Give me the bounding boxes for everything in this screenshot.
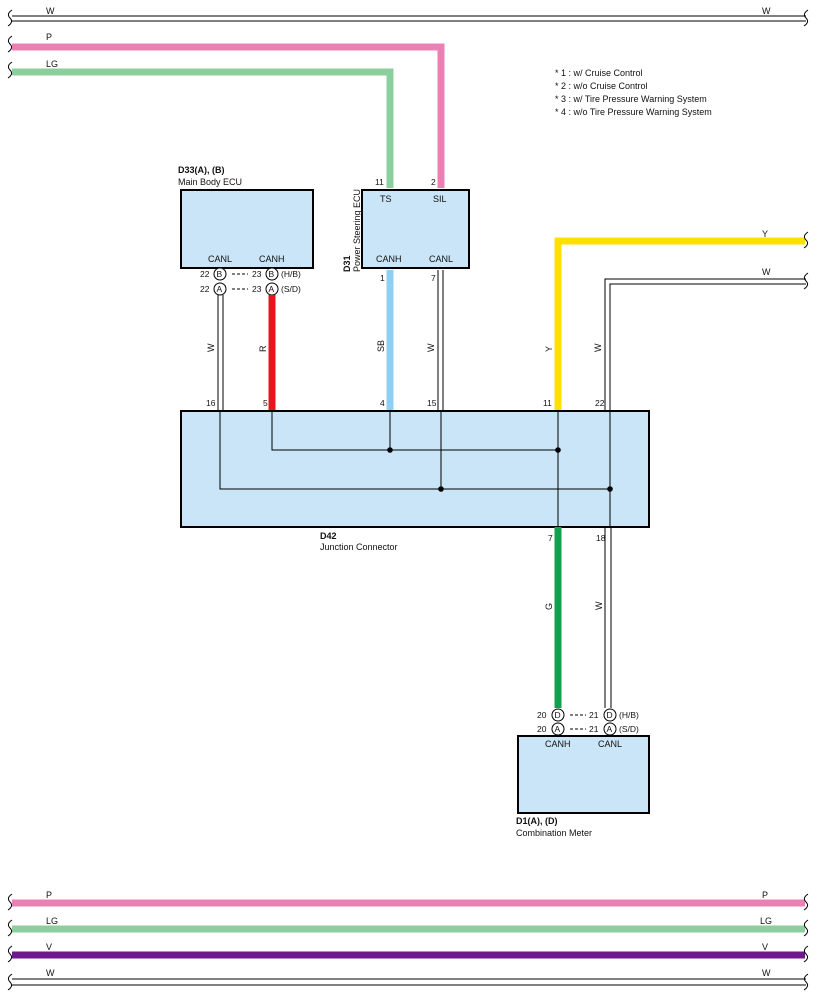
wire-label: SB — [376, 340, 386, 352]
component-code: D1(A), (D) — [516, 816, 558, 826]
top-wire-lg: LG — [7, 59, 394, 188]
pin-number: 18 — [596, 533, 606, 543]
terminal-label: CANH — [545, 739, 571, 749]
pin-number: 23 — [252, 269, 262, 279]
pin-number: 21 — [589, 724, 599, 734]
wire-label: LG — [46, 916, 58, 926]
wire-label: W — [762, 267, 771, 277]
junction-connector: 16 5 4 15 11 22 7 18 D42 Junction Connec… — [180, 398, 650, 552]
wire-y: Y Y — [544, 229, 809, 411]
combination-meter: 20 D 21 D (H/B) 20 A 21 A (S/D) CANH CAN… — [516, 708, 650, 838]
component-box — [517, 735, 650, 814]
top-wire-w: W W — [7, 6, 809, 27]
pin-number: 5 — [263, 398, 268, 408]
connector-letter: A — [607, 724, 613, 734]
terminal-label: SIL — [433, 194, 447, 204]
pin-number: 22 — [200, 284, 210, 294]
note-3: * 3 : w/ Tire Pressure Warning System — [555, 94, 707, 104]
pin-number: 23 — [252, 284, 262, 294]
pin-number: 20 — [537, 724, 547, 734]
component-code: D33(A), (B) — [178, 165, 225, 175]
wire-label: V — [46, 942, 52, 952]
pin-number: 7 — [548, 533, 553, 543]
component-box — [180, 189, 314, 269]
pin-number: 4 — [380, 398, 385, 408]
pin-number: 11 — [543, 398, 552, 408]
wire-label: Y — [544, 346, 554, 352]
wire-label: Y — [762, 229, 768, 239]
pin-number: 16 — [206, 398, 216, 408]
terminal-label: CANL — [429, 254, 453, 264]
component-code: D31 — [342, 255, 352, 272]
connector-letter: B — [217, 269, 223, 279]
wire-w-right: W W — [593, 267, 809, 411]
wire-label: W — [426, 343, 436, 352]
wire-label: W — [206, 343, 216, 352]
wire-psecu-canl: W — [426, 270, 444, 411]
wire-label: W — [594, 601, 604, 610]
wire-mbecu-canl: W — [206, 295, 224, 411]
variant-label: (H/B) — [619, 710, 639, 720]
top-wire-p: P — [7, 32, 445, 188]
terminal-label: TS — [380, 194, 392, 204]
connector-letter: A — [269, 284, 275, 294]
main-body-ecu: D33(A), (B) Main Body ECU CANL CANH 22 B… — [178, 165, 314, 296]
wire-label: P — [46, 890, 52, 900]
note-4: * 4 : w/o Tire Pressure Warning System — [555, 107, 712, 117]
wire-jc-18: W — [594, 527, 612, 708]
component-name: Junction Connector — [320, 542, 398, 552]
wire-label: G — [544, 603, 554, 610]
connector-letter: D — [555, 710, 561, 720]
wire-psecu-canh: SB — [376, 270, 394, 411]
component-box — [180, 410, 650, 528]
wire-mbecu-canh: R — [258, 295, 276, 411]
bottom-wire-v: V V — [7, 942, 809, 963]
connector-letter: D — [607, 710, 613, 720]
component-box — [361, 189, 470, 269]
component-name: Main Body ECU — [178, 177, 242, 187]
connector-letter: B — [269, 269, 275, 279]
pin-number: 15 — [427, 398, 437, 408]
pin-number: 2 — [431, 177, 436, 187]
wire-label: P — [762, 890, 768, 900]
wire-label: R — [258, 345, 268, 352]
bottom-wire-w: W W — [7, 968, 809, 991]
note-1: * 1 : w/ Cruise Control — [555, 68, 643, 78]
variant-label: (S/D) — [619, 724, 639, 734]
pin-number: 21 — [589, 710, 599, 720]
wire-label: LG — [760, 916, 772, 926]
bottom-wire-p: P P — [7, 890, 809, 911]
variant-label: (H/B) — [281, 269, 301, 279]
power-steering-ecu: TS SIL CANH CANL 11 2 1 7 D31 Power Stee… — [342, 177, 470, 283]
component-name: Combination Meter — [516, 828, 592, 838]
pin-number: 7 — [431, 273, 436, 283]
wire-label: W — [46, 6, 55, 16]
wire-label: W — [593, 343, 603, 352]
variant-label: (S/D) — [281, 284, 301, 294]
pin-number: 20 — [537, 710, 547, 720]
terminal-label: CANL — [208, 254, 232, 264]
pin-number: 22 — [200, 269, 210, 279]
wire-jc-7: G — [544, 527, 562, 708]
terminal-label: CANL — [598, 739, 622, 749]
wire-label: W — [762, 968, 771, 978]
notes: * 1 : w/ Cruise Control * 2 : w/o Cruise… — [555, 68, 712, 117]
pin-number: 22 — [595, 398, 605, 408]
wire-label: W — [762, 6, 771, 16]
wire-label: P — [46, 32, 52, 42]
wire-label: V — [762, 942, 768, 952]
connector-letter: A — [555, 724, 561, 734]
pin-number: 1 — [380, 273, 385, 283]
bottom-wire-lg: LG LG — [7, 916, 809, 937]
wire-label: LG — [46, 59, 58, 69]
component-code: D42 — [320, 531, 337, 541]
pin-number: 11 — [375, 177, 384, 187]
component-name: Power Steering ECU — [352, 189, 362, 272]
terminal-label: CANH — [376, 254, 402, 264]
wire-label: W — [46, 968, 55, 978]
connector-letter: A — [217, 284, 223, 294]
note-2: * 2 : w/o Cruise Control — [555, 81, 648, 91]
terminal-label: CANH — [259, 254, 285, 264]
